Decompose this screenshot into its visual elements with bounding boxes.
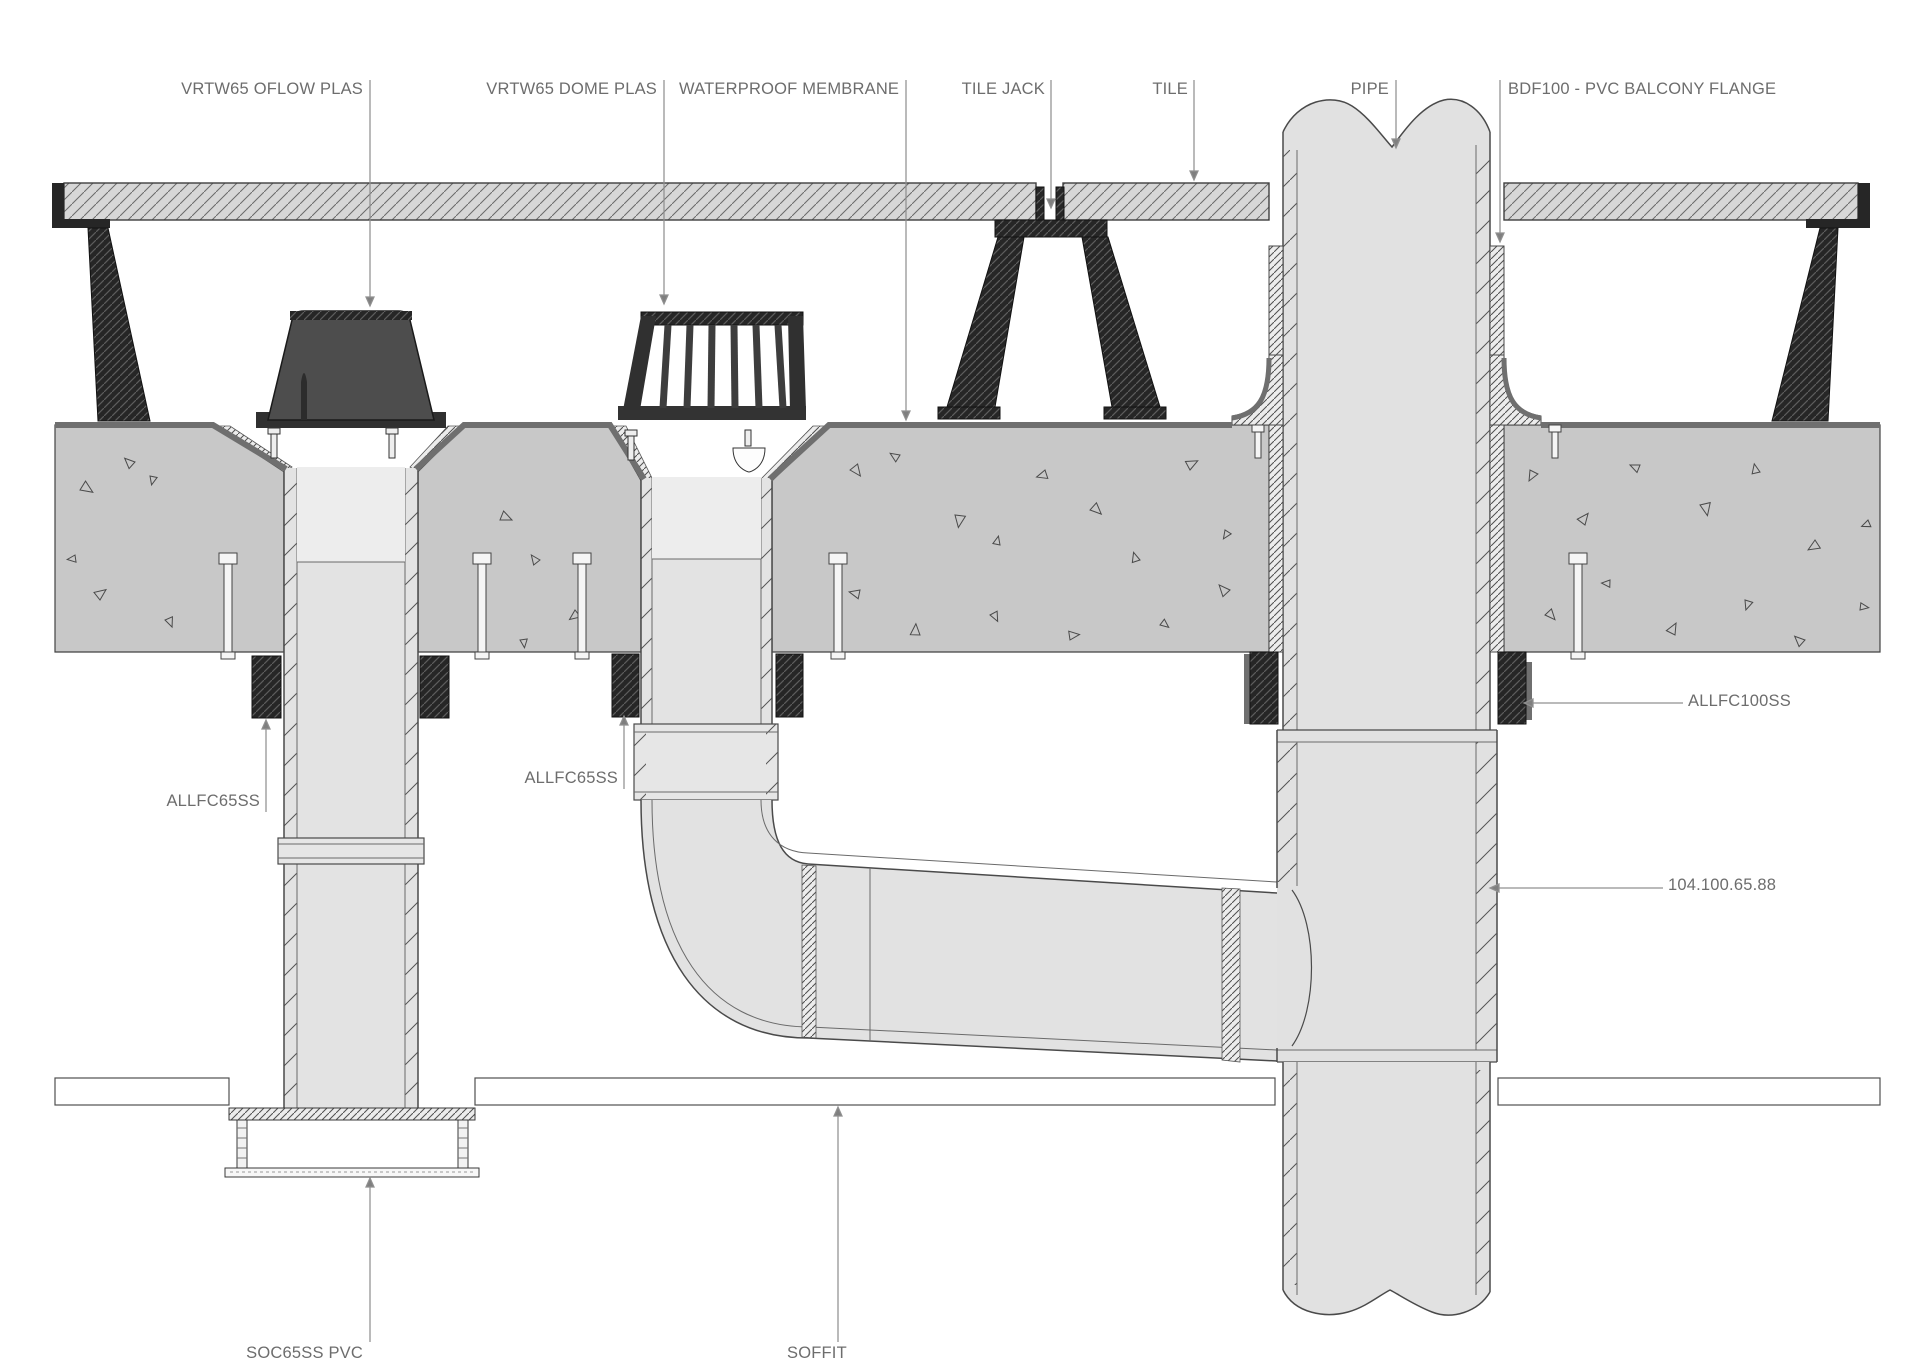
callout-bdf100: BDF100 - PVC BALCONY FLANGE xyxy=(1508,80,1777,98)
callout-pipe-code: 104.100.65.88 xyxy=(1668,876,1777,894)
overflow-dome xyxy=(256,310,446,428)
dome-drain-pipe xyxy=(633,477,779,801)
access-cover xyxy=(224,1107,480,1178)
callout-allfc65ss-left: ALLFC65SS xyxy=(166,792,260,810)
soffit xyxy=(54,1077,1881,1106)
callout-allfc100ss: ALLFC100SS xyxy=(1688,692,1791,710)
leader-lines xyxy=(261,80,1683,1342)
callout-soc65ss: SOC65SS PVC xyxy=(246,1344,363,1362)
callout-dome: VRTW65 DOME PLAS xyxy=(486,80,657,98)
elbow-and-horizontal-pipe xyxy=(640,799,1278,1063)
waterproof-membrane xyxy=(55,422,1880,482)
callout-tile-jack: TILE JACK xyxy=(961,80,1045,98)
dome-grate xyxy=(618,311,806,420)
callout-tile: TILE xyxy=(1152,80,1188,98)
anchor-bolts xyxy=(218,424,1588,660)
overflow-pipe xyxy=(277,467,425,1108)
balcony-flange xyxy=(1231,245,1542,653)
tile-jacks xyxy=(87,186,1839,422)
callout-oflow: VRTW65 OFLOW PLAS xyxy=(181,80,363,98)
callout-pipe: PIPE xyxy=(1350,80,1389,98)
callout-allfc65ss-mid: ALLFC65SS xyxy=(524,769,618,787)
main-pipe xyxy=(1276,98,1498,1316)
fire-collars xyxy=(251,651,1532,725)
flange-screws xyxy=(267,427,766,473)
callout-soffit: SOFFIT xyxy=(787,1344,847,1362)
aggregate-speckles xyxy=(65,452,1872,650)
tile-layer xyxy=(52,182,1870,228)
callout-membrane: WATERPROOF MEMBRANE xyxy=(679,80,900,98)
